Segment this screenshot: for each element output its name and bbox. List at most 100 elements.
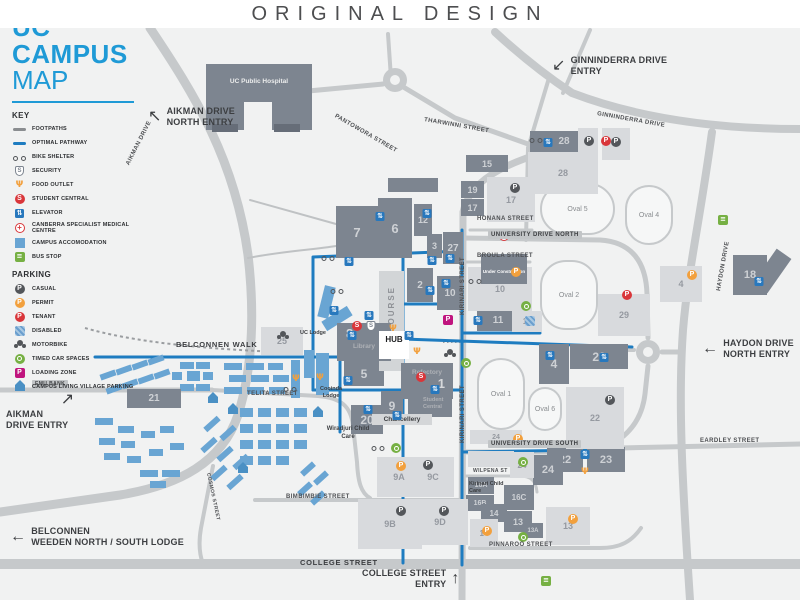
elevator-icon bbox=[364, 304, 374, 322]
key-icon bbox=[12, 251, 27, 262]
timed-parking-icon bbox=[461, 355, 471, 373]
accommodation-building bbox=[304, 350, 314, 378]
key-item-label: SECURITY bbox=[32, 167, 62, 174]
key-campus-accommodation: CAMPUS ACCOMODATION bbox=[12, 237, 152, 248]
icon-glyph bbox=[599, 353, 609, 362]
elevator-icon bbox=[344, 250, 354, 268]
key-icon bbox=[12, 208, 27, 219]
icon-glyph bbox=[344, 257, 354, 266]
icon-glyph bbox=[276, 331, 290, 340]
building-16c: 16C bbox=[504, 485, 534, 510]
icon-glyph bbox=[389, 324, 398, 334]
accommodation-building bbox=[276, 440, 289, 449]
hospital-foot bbox=[212, 124, 238, 132]
entry-text: BELCONNEN WEEDEN NORTH / SOUTH LODGE bbox=[31, 526, 184, 548]
accommodation-building bbox=[276, 456, 289, 465]
key-item-label: FOOD OUTLET bbox=[32, 181, 74, 188]
permit-parking-icon bbox=[568, 507, 578, 525]
street-label: KIRINARI STREET bbox=[460, 384, 466, 443]
icon-glyph bbox=[228, 403, 238, 415]
key-item-label: ELEVATOR bbox=[32, 209, 63, 216]
building-number: 3 bbox=[431, 241, 437, 251]
tenant-parking-icon bbox=[601, 129, 611, 147]
building-9c: 9C bbox=[412, 457, 454, 497]
entry-line-1: AIKMAN bbox=[6, 409, 44, 420]
entry-aikman-drive-north: ↖ AIKMAN DRIVE NORTH ENTRY bbox=[148, 106, 235, 128]
landmark-kirinari-child-care: Kirinari Child Care bbox=[469, 481, 504, 494]
timed-parking-icon bbox=[521, 298, 531, 316]
accommodation-building bbox=[149, 449, 163, 456]
timed-parking-icon bbox=[518, 529, 528, 547]
under-construction-label: Under Construction bbox=[482, 269, 526, 274]
oval-2: Oval 2 bbox=[540, 260, 598, 330]
building-13a: 13A bbox=[523, 523, 543, 538]
street-label: TELITA STREET bbox=[247, 391, 298, 397]
icon-glyph bbox=[316, 373, 325, 383]
entry-arrow-icon: ↗ bbox=[60, 391, 75, 408]
accommodation-building bbox=[160, 426, 174, 433]
building-number: 9C bbox=[427, 472, 439, 482]
icon-glyph bbox=[14, 367, 25, 378]
icon-glyph bbox=[14, 353, 25, 364]
icon-glyph bbox=[443, 349, 457, 358]
accommodation-building bbox=[229, 375, 246, 382]
icon-glyph bbox=[687, 270, 697, 280]
icon-glyph bbox=[413, 347, 422, 357]
accommodation-building bbox=[118, 426, 134, 433]
key-icon bbox=[12, 180, 27, 191]
icon-glyph bbox=[14, 222, 25, 233]
student-central-icon bbox=[416, 365, 426, 383]
building-7: 7 bbox=[336, 206, 378, 258]
bike-shelter-icon bbox=[321, 248, 335, 266]
oval-6: Oval 6 bbox=[528, 387, 562, 431]
landmark-uc-lodge: UC Lodge bbox=[300, 330, 326, 336]
street-label: PINNAROO STREET bbox=[489, 542, 553, 548]
food-outlet-icon bbox=[413, 341, 422, 359]
icon-glyph bbox=[238, 462, 248, 474]
casual-parking-icon bbox=[396, 499, 406, 517]
parking-icon bbox=[12, 380, 27, 392]
entry-text: COLLEGE STREET ENTRY bbox=[362, 568, 446, 590]
building-25: 25 bbox=[261, 327, 303, 355]
accommodation-building bbox=[224, 363, 242, 370]
accommodation-building bbox=[258, 440, 271, 449]
casual-parking-icon bbox=[510, 176, 520, 194]
oval-label: Oval 2 bbox=[558, 291, 580, 299]
icon-glyph bbox=[396, 506, 406, 516]
building-19: 19 bbox=[461, 181, 484, 198]
entry-haydon-drive-north: ← HAYDON DRIVE NORTH ENTRY bbox=[702, 338, 794, 360]
building-number: 16B bbox=[473, 499, 487, 507]
parking-item-label: CAMPUS LIVING VILLAGE PARKING bbox=[32, 383, 134, 390]
icon-glyph bbox=[13, 153, 26, 162]
elevator-icon bbox=[427, 249, 437, 267]
icon-glyph bbox=[321, 253, 335, 261]
bike-shelter-icon bbox=[330, 281, 344, 299]
icon-glyph bbox=[445, 254, 455, 263]
elevator-icon bbox=[363, 398, 373, 416]
key-food-outlet: FOOD OUTLET bbox=[12, 180, 152, 191]
accommodation-building bbox=[104, 453, 120, 460]
icon-glyph bbox=[14, 380, 25, 392]
key-item-label: BUS STOP bbox=[32, 253, 62, 260]
building-number: 15 bbox=[481, 158, 492, 169]
bus-stop-icon bbox=[718, 208, 728, 226]
building-number: 24 bbox=[541, 464, 555, 476]
icon-glyph bbox=[439, 506, 449, 516]
icon-glyph bbox=[521, 301, 531, 311]
building-number: 28 bbox=[558, 136, 570, 147]
key-icon bbox=[12, 138, 27, 149]
parking-icon bbox=[12, 297, 27, 308]
key-security: SECURITY bbox=[12, 166, 152, 177]
entry-text: AIKMAN DRIVE ENTRY bbox=[6, 409, 68, 431]
parking-icon bbox=[12, 283, 27, 294]
building-number: 13 bbox=[512, 516, 523, 527]
oval-label: Oval 1 bbox=[490, 390, 512, 398]
key-parking-motorbike: MOTORBIKE bbox=[12, 339, 152, 350]
map-title-line2: MAP bbox=[12, 65, 69, 96]
building-23: 23 bbox=[587, 447, 625, 472]
accommodation-building bbox=[170, 443, 184, 450]
chancellery-label: Chancellery bbox=[383, 416, 421, 423]
street-label: KIRINARI STREET bbox=[460, 256, 466, 315]
icon-glyph bbox=[364, 311, 374, 320]
parking-item-label: PERMIT bbox=[32, 299, 54, 306]
